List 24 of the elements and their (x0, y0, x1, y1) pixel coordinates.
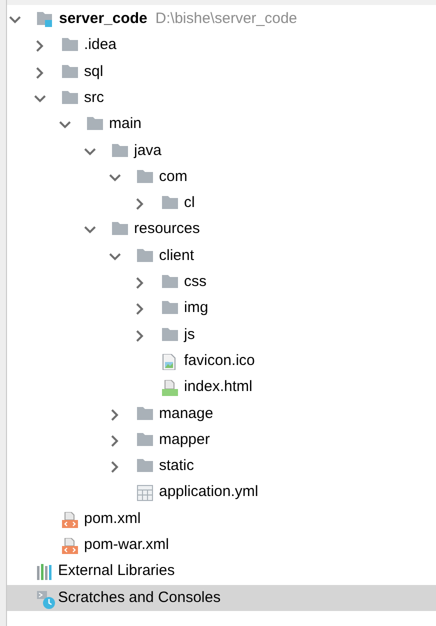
tree-item-label: application.yml (159, 482, 258, 502)
tree-item-label: mapper (159, 430, 210, 450)
tree-item-label: java (134, 140, 162, 160)
tree-item-label: sql (84, 62, 104, 82)
tree-item-label: pom.xml (84, 508, 141, 529)
tree-item-label: js (184, 324, 195, 345)
tree-item-label: src (84, 88, 104, 108)
tree-item-label: static (159, 456, 194, 476)
tree-item-label: manage (159, 404, 214, 424)
tree-item-label: resources (134, 219, 200, 240)
tree-item-label: pom-war.xml (84, 535, 170, 555)
tree-item-label: External Libraries (58, 561, 175, 582)
tree-item-label: .idea (84, 35, 117, 56)
project-path: D:\bishe\server_code (155, 9, 298, 29)
tree-item-label: img (184, 298, 208, 318)
tree-item-label: main (109, 114, 142, 134)
tree-item-label: css (184, 272, 206, 292)
tree-item-label: index.html (184, 377, 252, 398)
tree-item-label: server_code (59, 9, 148, 29)
tree-item-label: cl (184, 193, 195, 214)
tree-item-label: Scratches and Consoles (58, 588, 221, 608)
tree-item-label: client (159, 246, 194, 266)
tree-item-label: com (159, 166, 188, 187)
tree-item-label: favicon.ico (184, 350, 255, 371)
